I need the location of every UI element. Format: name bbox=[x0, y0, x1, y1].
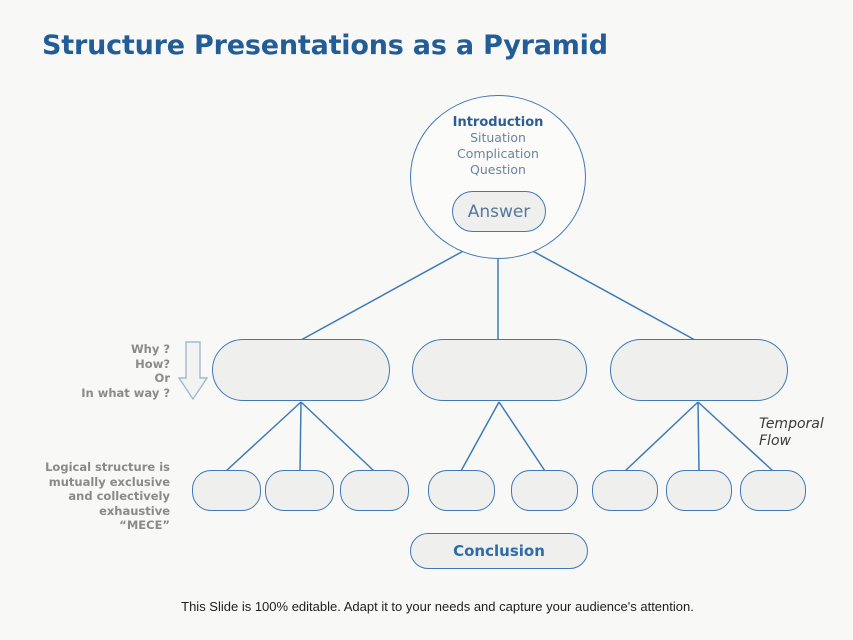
level3-box-1b bbox=[265, 470, 334, 511]
level3-box-3b bbox=[666, 470, 732, 511]
slide-title: Structure Presentations as a Pyramid bbox=[42, 30, 608, 61]
answer-label: Answer bbox=[467, 201, 531, 222]
level2-box-3 bbox=[610, 339, 788, 401]
how-line: How? bbox=[135, 356, 170, 371]
level2-box-2 bbox=[412, 339, 587, 401]
down-arrow-icon bbox=[177, 341, 209, 401]
level3-box-3c bbox=[740, 470, 806, 511]
answer-pill: Answer bbox=[452, 191, 546, 232]
mece-line-5: “MECE” bbox=[119, 518, 170, 532]
mece-line-1: Logical structure is bbox=[45, 460, 170, 474]
situation-label: Situation bbox=[470, 130, 526, 145]
mece-line-3: and collectively bbox=[68, 489, 170, 503]
question-label: Question bbox=[470, 162, 526, 177]
why-how-block: Why ? How? Or In what way ? bbox=[20, 342, 170, 400]
in-what-way-line: In what way ? bbox=[81, 385, 170, 400]
mece-block: Logical structure is mutually exclusive … bbox=[20, 460, 170, 533]
level3-box-1a bbox=[192, 470, 261, 511]
footer-note: This Slide is 100% editable. Adapt it to… bbox=[181, 599, 694, 614]
flow-line: Flow bbox=[759, 433, 791, 449]
temporal-flow-label: Temporal Flow bbox=[759, 416, 849, 450]
level3-box-1c bbox=[340, 470, 409, 511]
or-line: Or bbox=[154, 371, 170, 385]
level2-box-1 bbox=[212, 339, 390, 401]
level3-box-2a bbox=[428, 470, 495, 511]
why-line: Why ? bbox=[130, 342, 170, 356]
conclusion-pill: Conclusion bbox=[410, 533, 588, 569]
introduction-circle: Introduction Situation Complication Ques… bbox=[410, 95, 586, 259]
conclusion-label: Conclusion bbox=[453, 542, 545, 560]
mece-line-2: mutually exclusive bbox=[48, 474, 170, 489]
complication-label: Complication bbox=[457, 146, 539, 161]
introduction-heading: Introduction bbox=[452, 115, 544, 130]
mece-line-4: exhaustive bbox=[99, 503, 170, 518]
level3-box-3a bbox=[592, 470, 658, 511]
temporal-line: Temporal bbox=[759, 416, 824, 432]
level3-box-2b bbox=[511, 470, 578, 511]
